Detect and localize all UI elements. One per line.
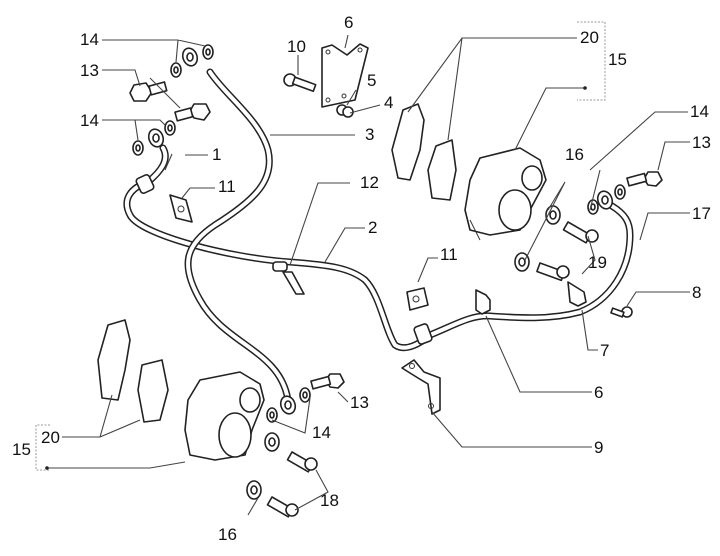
callout-11: 11 bbox=[218, 177, 236, 196]
caliper-bolt bbox=[266, 221, 599, 518]
hose-guide-12 bbox=[272, 261, 305, 295]
brake-hose-3 bbox=[184, 68, 292, 404]
callout-16: 16 bbox=[565, 145, 584, 164]
callout-17: 17 bbox=[692, 204, 711, 223]
hose-clip-11 bbox=[169, 194, 429, 311]
hose-clamp-6 bbox=[475, 281, 587, 315]
callout-19: 19 bbox=[588, 253, 607, 272]
callout-10: 10 bbox=[287, 37, 306, 56]
callout-3: 3 bbox=[365, 125, 374, 144]
callout-12: 12 bbox=[360, 173, 379, 192]
callout-13: 13 bbox=[692, 133, 711, 152]
callout-20: 20 bbox=[41, 428, 60, 447]
callout-labels: 14 13 14 1 11 10 6 5 4 3 12 2 20 15 16 1… bbox=[12, 13, 711, 544]
callout-15: 15 bbox=[608, 50, 627, 69]
hose-eyelet bbox=[147, 47, 614, 415]
hose-grommet bbox=[135, 173, 433, 345]
callout-14: 14 bbox=[80, 111, 99, 130]
callout-9: 9 bbox=[594, 438, 603, 457]
banjo-bolt-13 bbox=[129, 81, 663, 390]
callout-6: 6 bbox=[594, 383, 603, 402]
callout-7: 7 bbox=[600, 341, 609, 360]
bracket-9 bbox=[401, 359, 441, 415]
bolt-10 bbox=[283, 73, 317, 93]
callout-4: 4 bbox=[384, 93, 393, 112]
callout-8: 8 bbox=[692, 283, 701, 302]
callout-6: 6 bbox=[344, 13, 353, 32]
callout-1: 1 bbox=[212, 145, 221, 164]
bracket-plate-6 bbox=[321, 43, 369, 118]
callout-16: 16 bbox=[218, 525, 237, 544]
screw-8 bbox=[610, 306, 633, 318]
callout-13: 13 bbox=[350, 393, 369, 412]
callout-2: 2 bbox=[368, 218, 377, 237]
brake-hose-2 bbox=[426, 202, 634, 339]
washer-16 bbox=[246, 205, 561, 500]
callout-14: 14 bbox=[80, 30, 99, 49]
callout-20: 20 bbox=[580, 28, 599, 47]
callout-5: 5 bbox=[367, 71, 376, 90]
callout-18: 18 bbox=[320, 491, 339, 510]
caliper-upper bbox=[391, 103, 547, 241]
leader-lines bbox=[35, 21, 690, 516]
callout-11: 11 bbox=[440, 245, 458, 264]
callout-15: 15 bbox=[12, 440, 31, 459]
callout-14: 14 bbox=[312, 423, 331, 442]
callout-14: 14 bbox=[690, 102, 709, 121]
brake-hose-1 bbox=[123, 144, 434, 352]
callout-13: 13 bbox=[80, 61, 99, 80]
washer-14 bbox=[132, 44, 626, 423]
caliper-lower bbox=[97, 319, 265, 461]
